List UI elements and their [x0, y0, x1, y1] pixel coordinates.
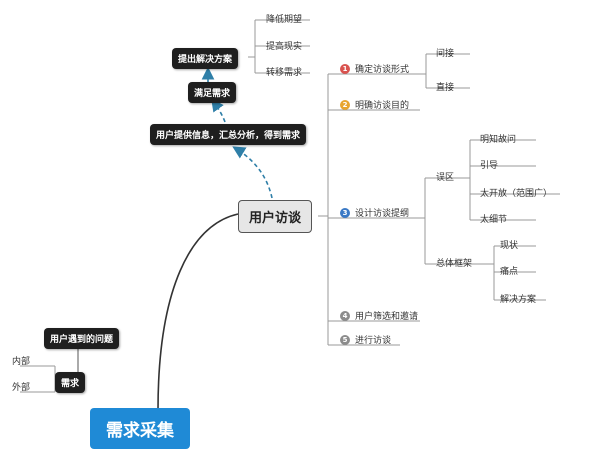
center-node[interactable]: 用户访谈 [238, 200, 313, 233]
solution-leaf[interactable]: 降低期望 [266, 15, 303, 25]
satisfy-node[interactable]: 满足需求 [188, 82, 237, 103]
misconception-node[interactable]: 误区 [436, 173, 455, 183]
number-badge: 5 [340, 334, 350, 345]
needs-label: 需求 [61, 379, 80, 389]
number-badge: 3 [340, 207, 350, 218]
framework-node[interactable]: 总体框架 [436, 259, 473, 269]
framework-item[interactable]: 现状 [500, 241, 519, 251]
root-node[interactable]: 需求采集 [90, 408, 190, 449]
framework-item[interactable]: 解决方案 [500, 295, 537, 305]
solution-label: 提出解决方案 [178, 55, 233, 65]
solution-leaf[interactable]: 转移需求 [266, 68, 303, 78]
misconception-item[interactable]: 明知故问 [480, 135, 517, 145]
problem-node[interactable]: 用户遇到的问题 [44, 328, 120, 349]
center-label: 用户访谈 [249, 211, 302, 226]
problem-label: 用户遇到的问题 [50, 335, 114, 345]
solution-leaf[interactable]: 提高现实 [266, 42, 303, 52]
number-badge: 4 [340, 310, 350, 321]
external-label: 外部 [12, 383, 31, 393]
needs-node[interactable]: 需求 [55, 372, 86, 393]
number-badge: 2 [340, 99, 350, 110]
form-child[interactable]: 直接 [436, 83, 455, 93]
number-badge: 1 [340, 63, 350, 74]
framework-item[interactable]: 痛点 [500, 267, 519, 277]
info-node[interactable]: 用户提供信息，汇总分析，得到需求 [150, 124, 307, 145]
external-node[interactable]: 外部 [12, 380, 30, 393]
info-label: 用户提供信息，汇总分析，得到需求 [156, 131, 301, 141]
internal-label: 内部 [12, 357, 31, 367]
misconception-item[interactable]: 引导 [480, 161, 499, 171]
form-child[interactable]: 间接 [436, 49, 455, 59]
satisfy-label: 满足需求 [194, 89, 231, 99]
root-label: 需求采集 [106, 421, 174, 441]
internal-node[interactable]: 内部 [12, 354, 30, 367]
solution-node[interactable]: 提出解决方案 [172, 48, 239, 69]
misconception-item[interactable]: 太细节 [480, 215, 508, 225]
misconception-item[interactable]: 太开放（范围广） [480, 189, 553, 199]
